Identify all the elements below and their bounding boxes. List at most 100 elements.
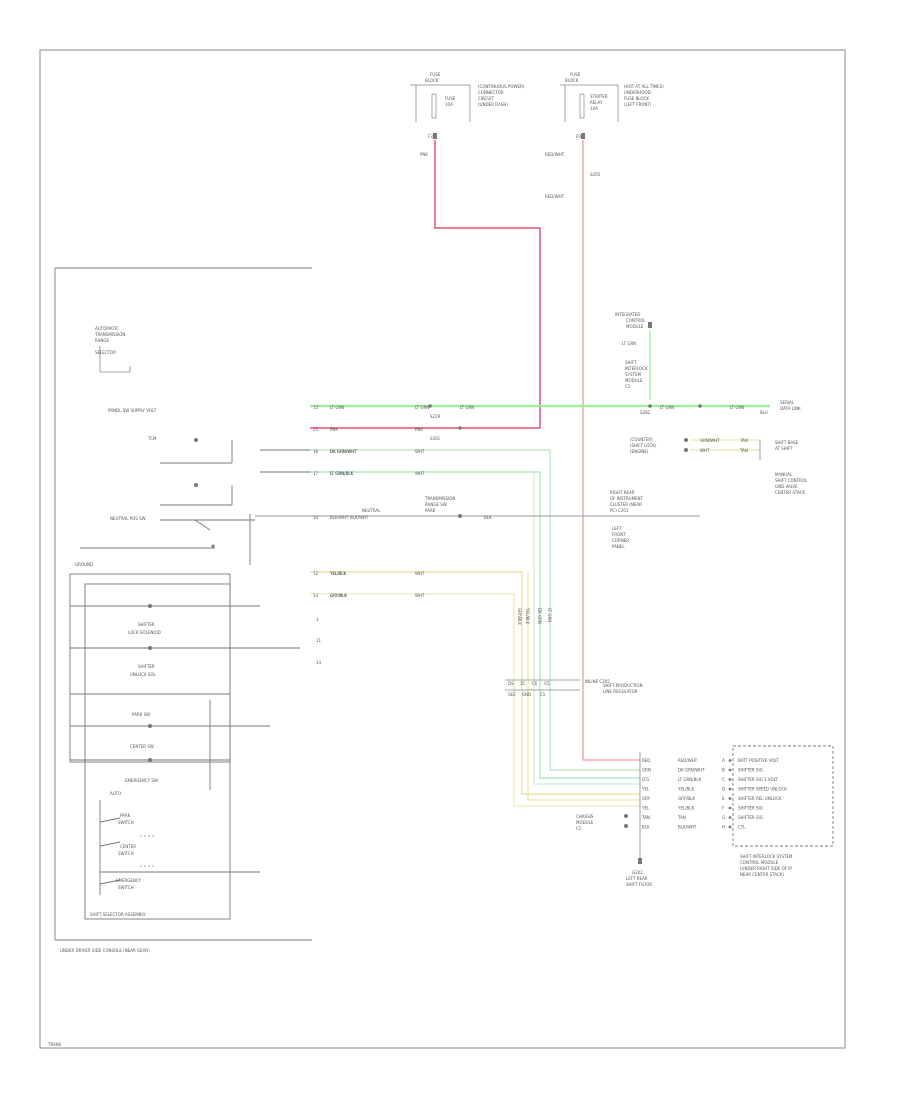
wire-lt-grn-blk-2 [533, 472, 640, 785]
ccm-pin: GRN [642, 768, 651, 773]
neutral-label-3: PARK [425, 508, 436, 513]
counter-wire-1: GRN/WHT [700, 438, 720, 443]
right-note-1: RIGHT REAR [610, 490, 635, 495]
wire-red-wht [582, 140, 640, 761]
ground-1: G202 [632, 870, 643, 875]
module-pin-11: 11 [316, 638, 322, 643]
ccm-pin-right: B [722, 768, 725, 773]
ccm-pin: YEL [641, 806, 650, 811]
inline-label-1: SHIFT PRODUCTION [603, 683, 643, 688]
page-mark: TRANS [47, 1042, 62, 1047]
counter-right-4: SHIFT CONTROL [775, 478, 808, 483]
inline-c-5: SEE [508, 692, 516, 697]
module-sub-header: AUTO [110, 791, 121, 796]
ccm-pin: BLK [642, 825, 650, 830]
icm-label-2: CONTROL [626, 318, 646, 323]
module-wire-10: BLK/WHT [330, 515, 349, 520]
module-label-neutral: NEUTRAL POS SW [110, 516, 146, 521]
inline-c-3: C6 [532, 681, 538, 686]
inline-label-2: LINE REGULATOR [603, 689, 638, 694]
module-pin-14: 14 [316, 660, 322, 665]
icm-mid-3: SYSTEM [625, 372, 641, 377]
inline-c-7: C1 [540, 692, 546, 697]
bus-label-2: S229 [430, 414, 441, 419]
ccm-terminal [728, 806, 732, 810]
pnk-label-2: S301 [430, 436, 441, 441]
ccm-title-4: NEAR CENTER STACK) [740, 872, 784, 877]
module-pin-17: 17 [313, 471, 319, 476]
right-note-3: CLUSTER (NEAR [610, 502, 642, 507]
module-title-2: TRANSMISSION [94, 332, 125, 337]
inline-c-1: DS [508, 681, 514, 686]
neutral-wire-3: BLK/WHT [350, 515, 369, 520]
icm-mid-2: INTERLOCK [625, 366, 648, 371]
inline-c-2: 1C [520, 681, 526, 686]
module-assembly: SHIFT SELECTOR ASSEMBLY [90, 912, 146, 917]
module-wire-12: YEL/BLK [329, 571, 347, 576]
fuse-left-fuse-2: 10A [445, 102, 453, 107]
ccm-pin-right: E [722, 796, 725, 801]
ccm-pin: TAN [641, 815, 650, 820]
gry-label-2: WHT [415, 593, 425, 598]
ccm-wire: GRY/BLK [678, 796, 695, 801]
module-title-4: SELECTOR [95, 350, 116, 355]
ccm-terminal [728, 778, 732, 781]
bus-label-7: BLU [760, 410, 768, 415]
module-title-3: RANGE [95, 338, 109, 343]
yel-gry-labels: YEL/BLK WHT GRY/BLK WHT [329, 571, 425, 598]
counter-1: (COUNTER) [630, 437, 653, 442]
ccm-label: SHIFTER SIG [738, 768, 763, 773]
module-footer: UNDER DRIVER SIDE CONSOLE (NEAR GEAR) [60, 948, 150, 953]
bus-label-6: LT GRN [730, 405, 744, 410]
ccm-label: CTL [738, 825, 746, 830]
ccm-conn-1: CHASSIS [576, 814, 594, 819]
ccm-pin-right: D [722, 787, 725, 792]
fuse-left-pin: F3 [428, 134, 433, 139]
neutral-label-1: TRANSMISSION [424, 496, 455, 501]
module-pins: 15 LT GRN 25 PNK 16 DK GRN/WHT 17 LT GRN… [313, 405, 357, 665]
counter-3: (ENGINE) [630, 449, 649, 454]
fuse-left-desc-3: CIRCUIT [478, 96, 494, 101]
module-switch-6: CENTER SW [130, 744, 154, 749]
vert-label-1: GRY/BLK [517, 608, 522, 625]
ccm-label: SHIFTER SIG [738, 806, 763, 811]
vertical-wire-labels: GRY/BLK YEL/BLK DK GRN LT GRN [517, 607, 552, 625]
transmission-range-selector: AUTOMATIC TRANSMISSION RANGE SELECTOR PR… [54, 267, 357, 953]
fuse-right-desc-4: (LEFT FRONT) [624, 102, 652, 107]
ccm-wire: DK GRN/WHT [678, 768, 705, 773]
module-pin-3: 3 [316, 617, 319, 622]
icm-label-3: MODULE [626, 324, 644, 329]
neutral-switch-labels: TRANSMISSION RANGE SW PARK BLK NEUTRAL B… [350, 490, 644, 549]
module-pin-10: 10 [313, 515, 319, 520]
inline-connector: DS 1C C6 G5 SEE GND C1 INLINE C205 SHIFT… [505, 679, 643, 697]
ccm-label: SHIFTER REL UNLOCK [738, 796, 782, 801]
module-switch-5: PARK SW [132, 712, 150, 717]
module-label-status: TCM [147, 436, 157, 441]
icm-mid-4: MODULE [625, 378, 643, 383]
module-pin-15: 15 [313, 405, 319, 410]
fuse-left-desc-1: (CONTINUOUS POWER) [478, 84, 525, 89]
counter-right-6: CENTER STACK [775, 490, 805, 495]
right-note2-2: FRONT [612, 532, 626, 537]
ccm-pin: GRY [642, 796, 651, 801]
ccm-label: SHIFTER SIG [738, 815, 763, 820]
fuse-left-fuse-1: FUSE [445, 96, 456, 101]
fuse-left-desc-4: (UNDER DASH) [478, 102, 508, 107]
fuse-block-left: FUSE BLOCK FUSE 10A (CONTINUOUS POWER) C… [410, 72, 525, 157]
module-wire-17: LT GRN/BLK [330, 471, 354, 476]
neutral-wire-2: NEUTRAL [362, 508, 381, 513]
module-pin-12: 12 [313, 571, 319, 576]
fuse-right-pin: F9 [576, 134, 581, 139]
counter-wire-3: WHT [700, 448, 710, 453]
vert-label-4: LT GRN [547, 608, 552, 622]
icm-label-1: INTEGRATED [615, 312, 640, 317]
ccm-wire: LT GRN/BLK [678, 777, 702, 782]
ccm-row: GRY GRY/BLK E SHIFTER REL UNLOCK [642, 796, 782, 801]
ccm-terminal [728, 787, 732, 791]
wire-yel-blk [310, 571, 640, 795]
